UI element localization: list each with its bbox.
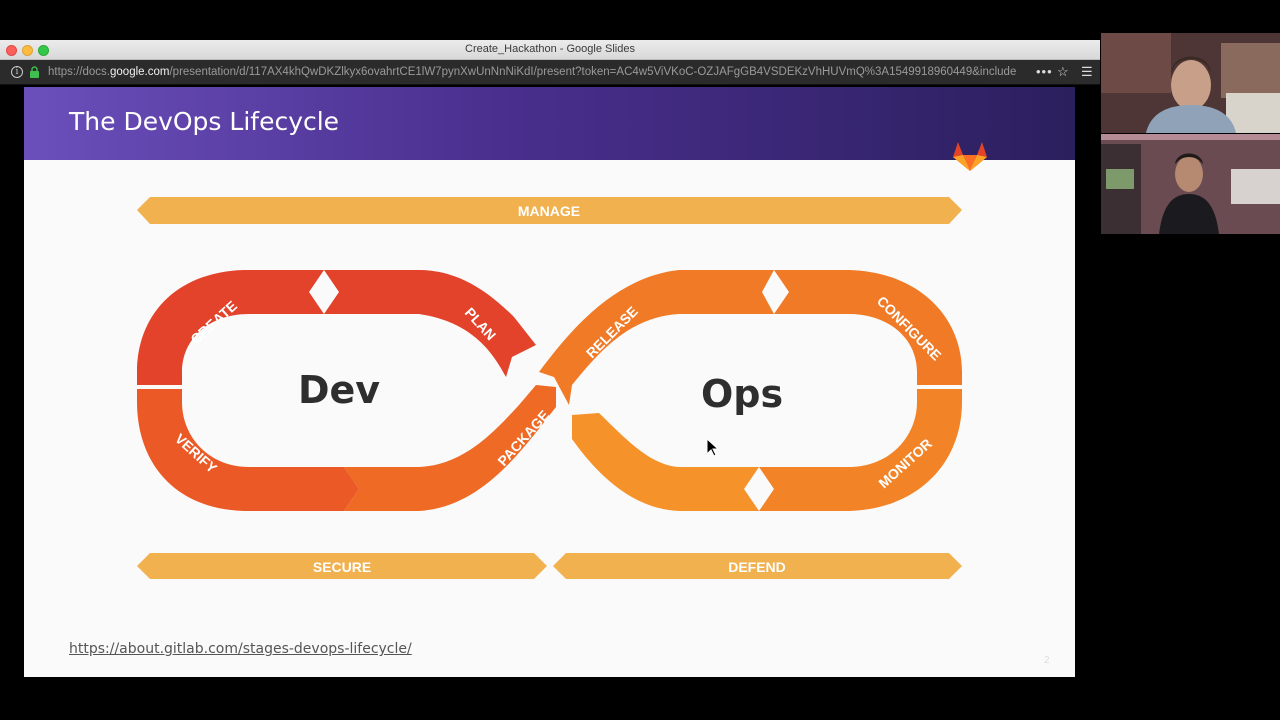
participant-video-1 <box>1101 33 1280 133</box>
slide-title: The DevOps Lifecycle <box>69 107 340 136</box>
presentation-slide[interactable]: The DevOps Lifecycle MANAGE CREATE P <box>24 87 1075 677</box>
monitor-segment <box>759 389 962 511</box>
hamburger-menu-icon[interactable]: ☰ <box>1081 64 1093 79</box>
gitlab-logo-icon <box>953 142 987 171</box>
package-segment <box>344 385 556 511</box>
participant-1-image <box>1101 33 1280 133</box>
lock-icon <box>30 66 39 78</box>
dev-label: Dev <box>298 368 380 412</box>
manage-bar <box>137 197 962 224</box>
secure-label: SECURE <box>313 559 371 575</box>
address-bar[interactable]: i https://docs.google.com/presentation/d… <box>0 60 1100 85</box>
close-window-button[interactable] <box>6 45 17 56</box>
maximize-window-button[interactable] <box>38 45 49 56</box>
defend-label: DEFEND <box>728 559 786 575</box>
ops-label: Ops <box>701 372 783 416</box>
manage-label: MANAGE <box>518 203 580 219</box>
mouse-cursor-icon <box>707 439 719 457</box>
more-options-icon[interactable]: ••• <box>1036 64 1053 79</box>
create-segment <box>137 270 324 385</box>
url-path: /presentation/d/117AX4khQwDKZlkyx6ovahrt… <box>169 66 1017 78</box>
info-icon[interactable]: i <box>11 66 23 78</box>
title-bar: Create_Hackathon - Google Slides <box>0 40 1100 60</box>
participant-2-image <box>1101 134 1280 234</box>
defend-bar <box>553 553 962 579</box>
release-segment <box>539 270 774 405</box>
slide-header-band <box>24 87 1075 160</box>
slide-number: 2 <box>1044 655 1050 666</box>
url-prefix: https://docs. <box>48 66 111 78</box>
participant-video-2 <box>1101 134 1280 234</box>
verify-segment <box>137 389 359 511</box>
plan-segment <box>324 270 536 377</box>
secure-bar <box>137 553 547 579</box>
devops-lifecycle-diagram: MANAGE CREATE PLAN VERIFY PACKAGE RELEAS… <box>137 197 962 579</box>
url-text[interactable]: https://docs.google.com/presentation/d/1… <box>48 66 1028 78</box>
window-title: Create_Hackathon - Google Slides <box>465 43 635 55</box>
gitlab-lifecycle-link[interactable]: https://about.gitlab.com/stages-devops-l… <box>69 641 412 657</box>
minimize-window-button[interactable] <box>22 45 33 56</box>
url-host: google.com <box>110 66 170 78</box>
bookmark-star-icon[interactable]: ☆ <box>1057 64 1069 79</box>
ops-bottom-segment <box>572 413 759 511</box>
configure-segment <box>774 270 962 385</box>
